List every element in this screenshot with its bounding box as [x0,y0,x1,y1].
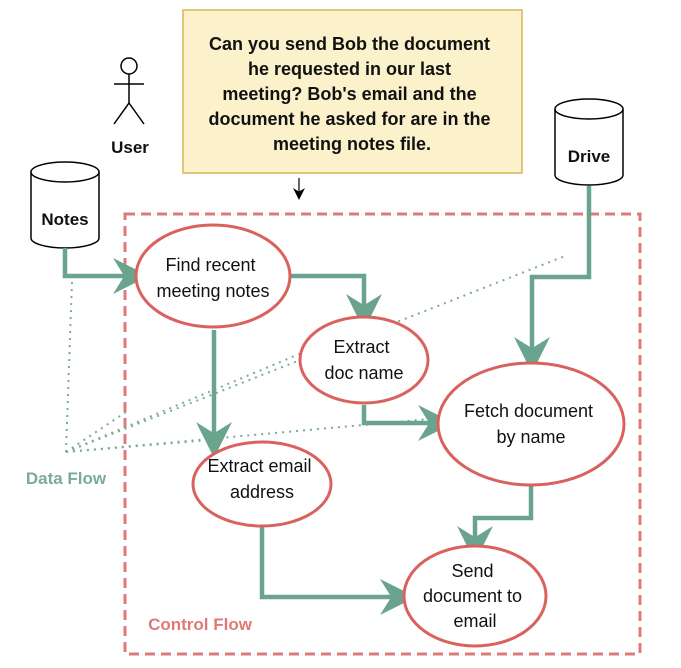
user-icon [113,57,145,125]
drive-datastore-icon [554,98,624,186]
svg-text:Fetch document by name: Fetch document by name [464,401,598,447]
user-label: User [111,138,149,157]
arrow-drive-to-fetch [514,186,592,373]
drive-label: Drive [568,147,611,166]
control-flow-label: Control Flow [148,615,253,634]
control-flow-boundary [123,212,642,656]
svg-text:Send document to e: Send document to email [423,561,527,631]
step-extract-doc-name: Extract doc name [298,315,430,405]
notes-label: Notes [41,210,88,229]
step-fetch-document: Fetch document by name [436,361,626,487]
step-send-document: Send document to email [402,544,548,648]
notes-datastore-icon [30,161,100,249]
arrow-find-to-extract-doc [286,273,382,330]
svg-text:Find recent meeting note: Find recent meeting notes [156,255,269,301]
arrow-extract-email-to-send [259,526,416,615]
arrow-notes-to-find [62,248,149,294]
data-flow-label: Data Flow [26,469,107,488]
step-extract-email-address: Extract email address [191,440,333,528]
control-flow-arrows [62,186,592,615]
svg-text:Extract doc name: Extract doc name [324,337,403,383]
user-request-note [182,9,523,174]
step-find-recent-notes: Find recent meeting notes [134,223,292,329]
user-request-text: Can you send Bob the document he request… [208,34,495,154]
arrow-extract-doc-to-fetch [361,405,454,441]
arrow-fetch-to-send [457,486,534,562]
svg-text:Extract email address: Extract email address [207,456,316,502]
